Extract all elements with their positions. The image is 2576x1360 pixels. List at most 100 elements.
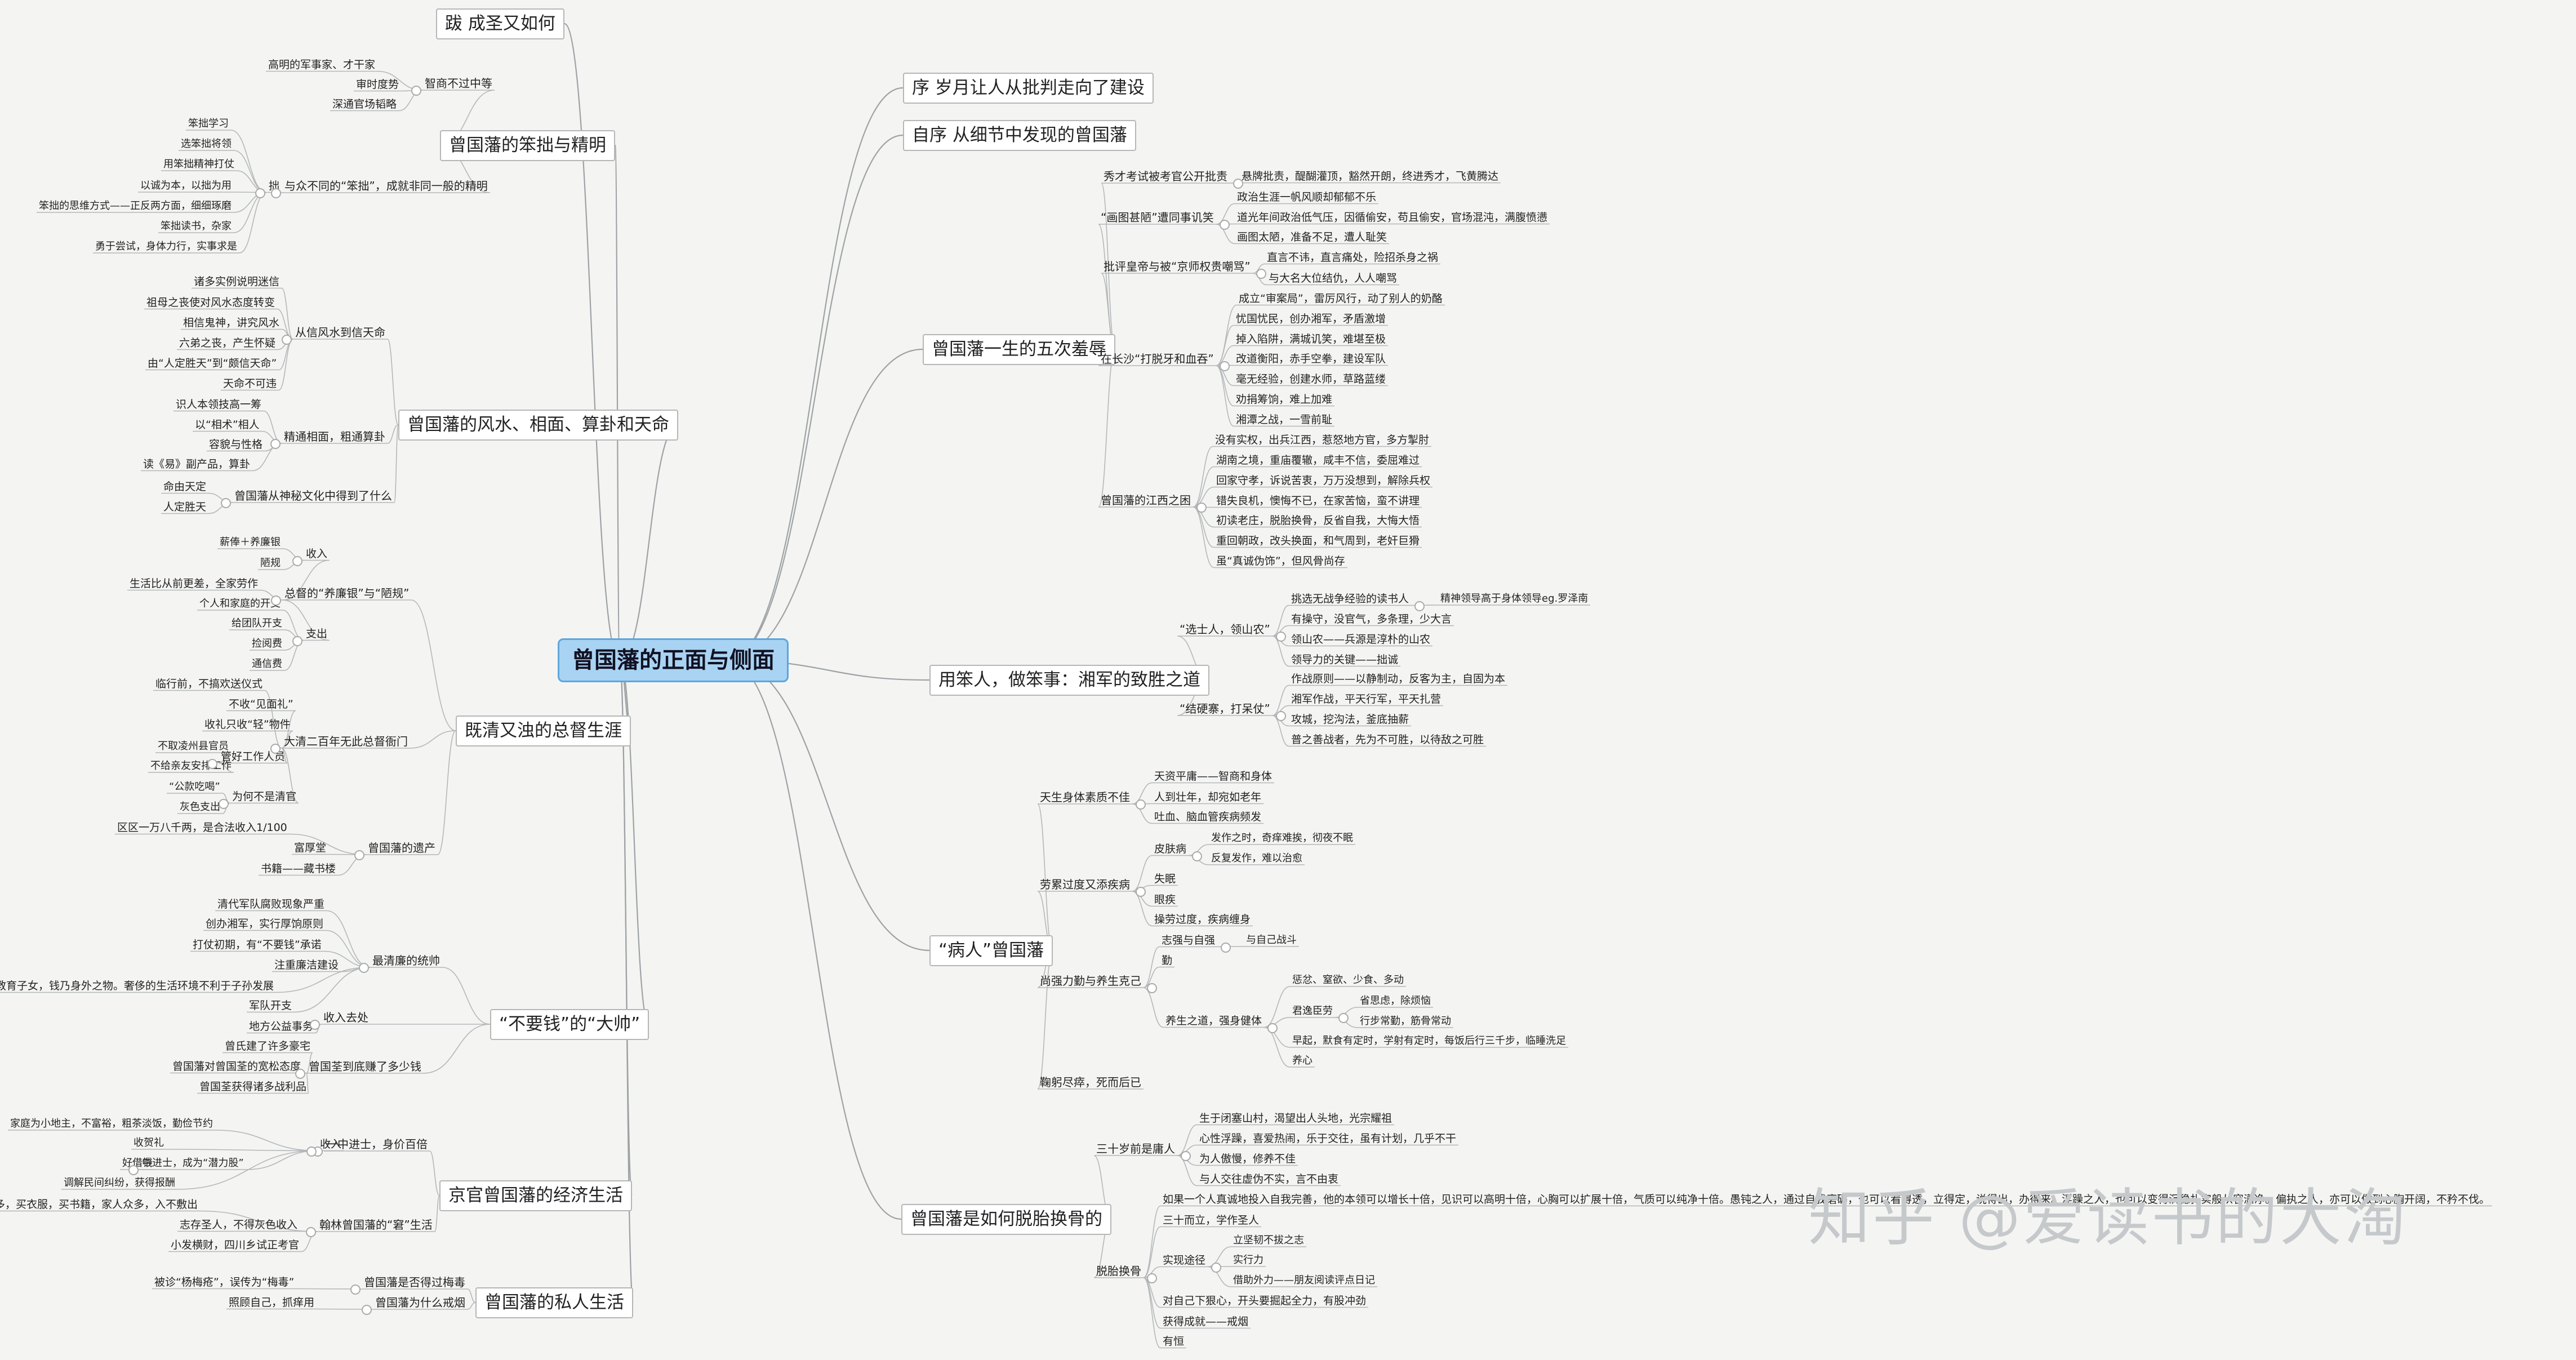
topic-b2[interactable]: 与众不同的“笨拙”，成就非同一般的精明 xyxy=(284,179,488,193)
topic-d2[interactable]: 大清二百年无此总督衙门 xyxy=(284,735,408,748)
topic-l321b[interactable]: 行步常勤，筋骨常动 xyxy=(1360,1015,1451,1027)
topic-l3a[interactable]: 勤 xyxy=(1162,954,1173,967)
topic-j5g[interactable]: 虽“真诚伪饰”，但风骨尚存 xyxy=(1216,554,1345,567)
topic-l1b[interactable]: 人到壮年，却宛如老年 xyxy=(1154,790,1262,803)
topic-f2a[interactable]: 收入低，房租高，交际多，买衣服，买书籍，家人众多，入不敷出 xyxy=(0,1198,198,1211)
collapse-toggle-icon[interactable] xyxy=(1181,1151,1191,1161)
topic-c2c[interactable]: 容貌与性格 xyxy=(209,438,263,451)
topic-k11a[interactable]: 精神领导高于身体领导eg.罗泽南 xyxy=(1440,593,1589,605)
collapse-toggle-icon[interactable] xyxy=(306,1146,317,1157)
topic-l1a[interactable]: 天资平庸——智商和身体 xyxy=(1154,770,1273,783)
collapse-toggle-icon[interactable] xyxy=(221,498,231,508)
topic-m2[interactable]: 脱胎换骨 xyxy=(1096,1264,1141,1278)
topic-e2a[interactable]: 地方公益事务 xyxy=(249,1020,314,1033)
topic-l32a[interactable]: 惩忿、窒欲、少食、多动 xyxy=(1292,974,1404,986)
topic-b21c[interactable]: 用笨拙精神打仗 xyxy=(163,158,234,170)
topic-j5d[interactable]: 错失良机，懊悔不已，在家苦恼，蛮不讲理 xyxy=(1216,494,1420,507)
collapse-toggle-icon[interactable] xyxy=(1267,1023,1278,1033)
topic-e1[interactable]: 最清廉的统帅 xyxy=(372,954,440,967)
topic-j4c[interactable]: 掉入陷阱，满城讥笑，难堪至极 xyxy=(1236,332,1386,345)
topic-m1[interactable]: 三十岁前是庸人 xyxy=(1096,1142,1175,1155)
topic-j2c[interactable]: 画图太陋，准备不足，遭人耻笑 xyxy=(1237,230,1387,243)
topic-c1d[interactable]: 六弟之丧，产生怀疑 xyxy=(179,336,276,349)
topic-c1f[interactable]: 天命不可违 xyxy=(223,377,277,390)
topic-j2[interactable]: “画图甚陋”遭同事讥笑 xyxy=(1101,211,1214,224)
topic-m21[interactable]: 实现途径 xyxy=(1163,1254,1206,1266)
topic-k2c[interactable]: 攻城，挖沟法，釜底抽薪 xyxy=(1291,713,1409,726)
topic-l4[interactable]: 鞠躬尽瘁，死而后已 xyxy=(1040,1075,1141,1089)
topic-g1[interactable]: 曾国藩是否得过梅毒 xyxy=(364,1275,465,1289)
topic-c3a[interactable]: 命由天定 xyxy=(163,480,207,493)
topic-k2d[interactable]: 普之善战者，先为不可胜，以待敌之可胜 xyxy=(1291,733,1484,746)
collapse-toggle-icon[interactable] xyxy=(350,1285,361,1295)
topic-l2b[interactable]: 眼疾 xyxy=(1154,893,1176,906)
topic-m[interactable]: 曾国藩是如何脱胎换骨的 xyxy=(901,1203,1111,1235)
topic-l1[interactable]: 天生身体素质不佳 xyxy=(1040,790,1130,804)
topic-d1[interactable]: 总督的“养廉银”与“陋规” xyxy=(284,586,410,600)
topic-d21a[interactable]: 不取凌州县官员 xyxy=(158,740,229,752)
topic-b1[interactable]: 智商不过中等 xyxy=(425,77,492,90)
topic-k11[interactable]: 挑选无战争经验的读书人 xyxy=(1291,592,1409,605)
collapse-toggle-icon[interactable] xyxy=(411,86,421,96)
topic-c1e[interactable]: 由“人定胜天”到“颇信天命” xyxy=(148,357,277,370)
topic-f[interactable]: 京官曾国藩的经济生活 xyxy=(439,1180,632,1211)
collapse-toggle-icon[interactable] xyxy=(1220,220,1230,230)
topic-c2a[interactable]: 识人本领技高一筹 xyxy=(176,398,262,411)
collapse-toggle-icon[interactable] xyxy=(306,1227,316,1237)
topic-m2c[interactable]: 对自己下狠心，开头要掘起全力，有股冲劲 xyxy=(1163,1294,1367,1307)
topic-b21e[interactable]: 笨拙的思维方式——正反两方面，细细琢磨 xyxy=(39,200,232,212)
topic-d12b[interactable]: 给团队开支 xyxy=(232,617,282,629)
topic-d1c[interactable]: 生活比从前更差，全家劳作 xyxy=(130,577,259,590)
topic-b21b[interactable]: 选笨拙将领 xyxy=(181,138,232,150)
topic-c2d[interactable]: 读《易》副产品，算卦 xyxy=(143,457,251,470)
topic-c3[interactable]: 曾国藩从神秘文化中得到了什么 xyxy=(234,489,392,503)
topic-f1[interactable]: 一中进士，身价百倍 xyxy=(326,1137,428,1151)
topic-b21a[interactable]: 笨拙学习 xyxy=(188,118,229,130)
topic-j5a[interactable]: 没有实权，出兵江西，惹怒地方官，多方掣肘 xyxy=(1215,433,1430,446)
topic-m1a[interactable]: 生于闭塞山村，渴望出人头地，光宗耀祖 xyxy=(1199,1112,1392,1125)
topic-l[interactable]: “病人”曾国藩 xyxy=(929,935,1053,966)
collapse-toggle-icon[interactable] xyxy=(270,439,281,449)
topic-l21a[interactable]: 发作之时，奇痒难挨，彻夜不眠 xyxy=(1211,832,1353,844)
topic-c[interactable]: 曾国藩的风水、相面、算卦和天命 xyxy=(398,409,678,441)
topic-e1d[interactable]: 注重廉洁建设 xyxy=(274,958,339,971)
topic-m1d[interactable]: 与人交往虚伪不实，言不由衷 xyxy=(1199,1172,1339,1185)
topic-e1f[interactable]: 军队开支 xyxy=(249,999,292,1012)
topic-e3[interactable]: 曾国荃到底赚了多少钱 xyxy=(309,1060,421,1073)
topic-k[interactable]: 用笨人，做笨事：湘军的致胜之道 xyxy=(929,664,1209,696)
topic-l321a[interactable]: 省思虑，除烦恼 xyxy=(1360,995,1431,1007)
topic-c2b[interactable]: 以“相术”相人 xyxy=(195,418,260,431)
topic-d11[interactable]: 收入 xyxy=(306,547,328,560)
topic-j1a[interactable]: 悬牌批责，醍醐灌顶，豁然开朗，终进秀才，飞黄腾达 xyxy=(1242,170,1499,183)
topic-j5b[interactable]: 湖南之境，重庙覆辙，咸丰不信，委屈难过 xyxy=(1216,454,1420,466)
topic-k2b[interactable]: 湘军作战，平天行军，平天扎营 xyxy=(1291,692,1442,705)
collapse-toggle-icon[interactable] xyxy=(128,1165,139,1175)
collapse-toggle-icon[interactable] xyxy=(1211,1262,1221,1273)
collapse-toggle-icon[interactable] xyxy=(1276,632,1286,642)
topic-d3c[interactable]: 书籍——藏书楼 xyxy=(261,862,336,875)
topic-k1b[interactable]: 领山农——兵源是淳朴的山农 xyxy=(1291,633,1431,646)
topic-f11c[interactable]: 调解民间纠纷，获得报酬 xyxy=(64,1177,175,1189)
topic-k1a[interactable]: 有操守，没官气，多条理，少大言 xyxy=(1291,612,1452,625)
topic-d21b[interactable]: 不给亲友安排工作 xyxy=(150,760,232,772)
topic-d2a[interactable]: 临行前，不搞欢送仪式 xyxy=(155,677,263,690)
topic-g[interactable]: 曾国藩的私人生活 xyxy=(475,1287,633,1318)
topic-i[interactable]: 自序 从细节中发现的曾国藩 xyxy=(903,119,1136,151)
collapse-toggle-icon[interactable] xyxy=(1221,942,1231,953)
topic-d[interactable]: 既清又浊的总督生涯 xyxy=(456,715,631,746)
collapse-toggle-icon[interactable] xyxy=(1414,601,1425,611)
topic-e3b[interactable]: 曾国藩对曾国荃的宽松态度 xyxy=(172,1060,301,1073)
topic-m21b[interactable]: 实行力 xyxy=(1233,1254,1263,1266)
topic-l31a[interactable]: 与自己战斗 xyxy=(1246,934,1297,946)
collapse-toggle-icon[interactable] xyxy=(1147,983,1157,993)
topic-b21g[interactable]: 勇于尝试，身体力行，实事求是 xyxy=(95,241,237,252)
collapse-toggle-icon[interactable] xyxy=(271,595,281,606)
topic-j4g[interactable]: 湘潭之战，一雪前耻 xyxy=(1236,413,1333,426)
collapse-toggle-icon[interactable] xyxy=(1192,851,1202,861)
collapse-toggle-icon[interactable] xyxy=(1220,361,1230,371)
collapse-toggle-icon[interactable] xyxy=(1276,711,1286,721)
collapse-toggle-icon[interactable] xyxy=(207,758,217,769)
topic-m2b[interactable]: 三十而立，学作圣人 xyxy=(1163,1214,1260,1226)
collapse-toggle-icon[interactable] xyxy=(271,188,281,198)
collapse-toggle-icon[interactable] xyxy=(295,1069,305,1079)
